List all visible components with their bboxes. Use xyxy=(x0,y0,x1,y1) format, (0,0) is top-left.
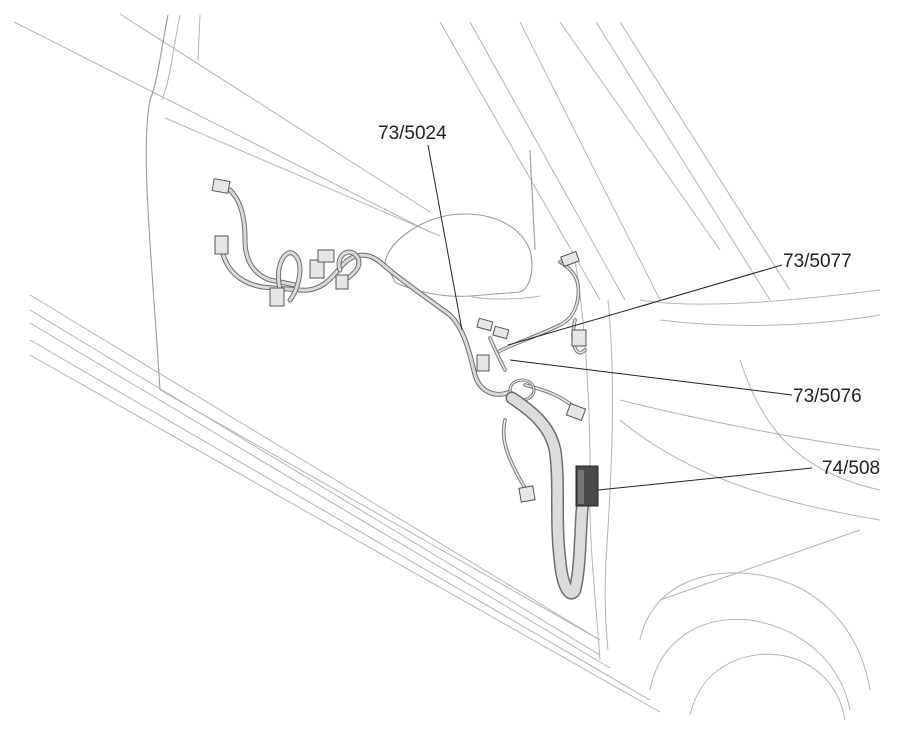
leader-line-73-5024 xyxy=(427,144,463,331)
callout-labels: 73/5024 73/5077 73/5076 74/508 xyxy=(378,123,880,479)
harness-connectors xyxy=(211,178,599,507)
callout-74-508: 74/508 xyxy=(822,458,880,479)
leader-line-73-5077 xyxy=(507,264,783,346)
leader-lines xyxy=(427,144,813,491)
vehicle-body-outline xyxy=(13,13,881,721)
leader-line-74-508 xyxy=(597,467,813,491)
callout-73-5076: 73/5076 xyxy=(793,386,862,407)
callout-73-5077: 73/5077 xyxy=(783,251,852,272)
leader-line-73-5076 xyxy=(509,359,793,396)
callout-73-5024: 73/5024 xyxy=(378,123,447,144)
